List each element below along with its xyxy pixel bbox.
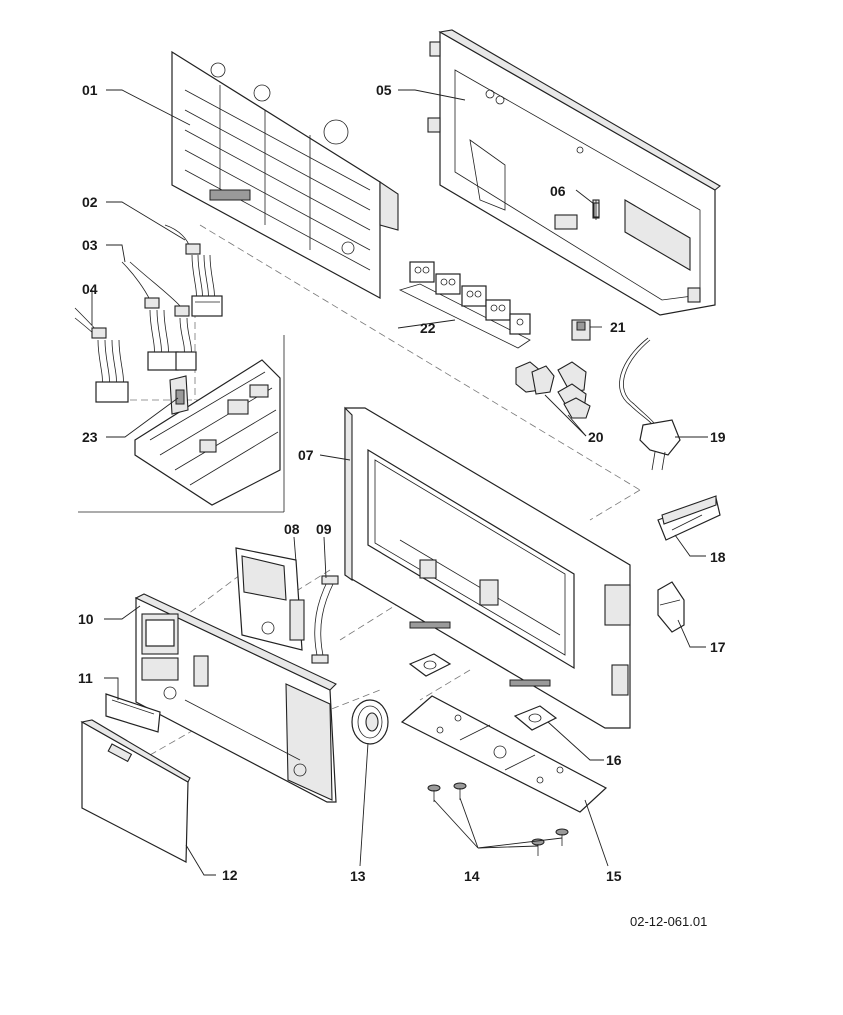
part-08-display-module	[235, 547, 305, 651]
part-23-interface-board	[134, 359, 281, 506]
part-13-grommet	[351, 699, 389, 745]
label-11: 11	[78, 670, 93, 686]
part-19-power-cable	[619, 337, 681, 471]
part-09-ribbon-cable	[311, 575, 339, 664]
part-11-small-cover	[105, 693, 161, 733]
part-20-cable-clamps	[515, 361, 591, 419]
label-19: 19	[710, 429, 726, 445]
part-07-front-frame	[344, 406, 631, 729]
part-22-terminal-blocks	[398, 261, 531, 349]
label-16: 16	[606, 752, 622, 768]
label-07: 07	[298, 447, 314, 463]
part-21-plug	[571, 319, 591, 341]
label-02: 02	[82, 194, 98, 210]
part-06-fuse	[593, 200, 600, 220]
label-04: 04	[82, 281, 98, 297]
label-23: 23	[82, 429, 98, 445]
label-01: 01	[82, 82, 98, 98]
part-labels: 01 02 03 04 23 05 06 22 21 20 19 07 18 0…	[78, 82, 726, 884]
label-09: 09	[316, 521, 332, 537]
inset-frame	[78, 335, 285, 513]
part-10-control-panel	[134, 593, 337, 803]
part-16-mounting-brackets	[408, 653, 558, 731]
part-01-main-circuit-board	[171, 50, 399, 300]
label-05: 05	[376, 82, 392, 98]
label-18: 18	[710, 549, 726, 565]
part-02-cable-harness	[164, 224, 223, 317]
label-14: 14	[464, 868, 480, 884]
label-06: 06	[550, 183, 566, 199]
drawing-reference-number: 02-12-061.01	[630, 914, 707, 929]
part-04-cable-harness	[74, 307, 129, 403]
label-12: 12	[222, 867, 238, 883]
label-21: 21	[610, 319, 626, 335]
label-15: 15	[606, 868, 622, 884]
label-03: 03	[82, 237, 98, 253]
part-15-base-plate	[400, 695, 608, 813]
part-03-cable-harness	[121, 261, 197, 371]
part-17-latch	[657, 581, 685, 633]
label-20: 20	[588, 429, 604, 445]
part-05-rear-housing	[427, 29, 721, 316]
label-17: 17	[710, 639, 726, 655]
label-10: 10	[78, 611, 94, 627]
part-18-retaining-clip	[657, 495, 721, 541]
label-13: 13	[350, 868, 366, 884]
leader-lines	[91, 89, 708, 876]
label-22: 22	[420, 320, 436, 336]
label-08: 08	[284, 521, 300, 537]
part-12-front-door	[80, 719, 191, 863]
